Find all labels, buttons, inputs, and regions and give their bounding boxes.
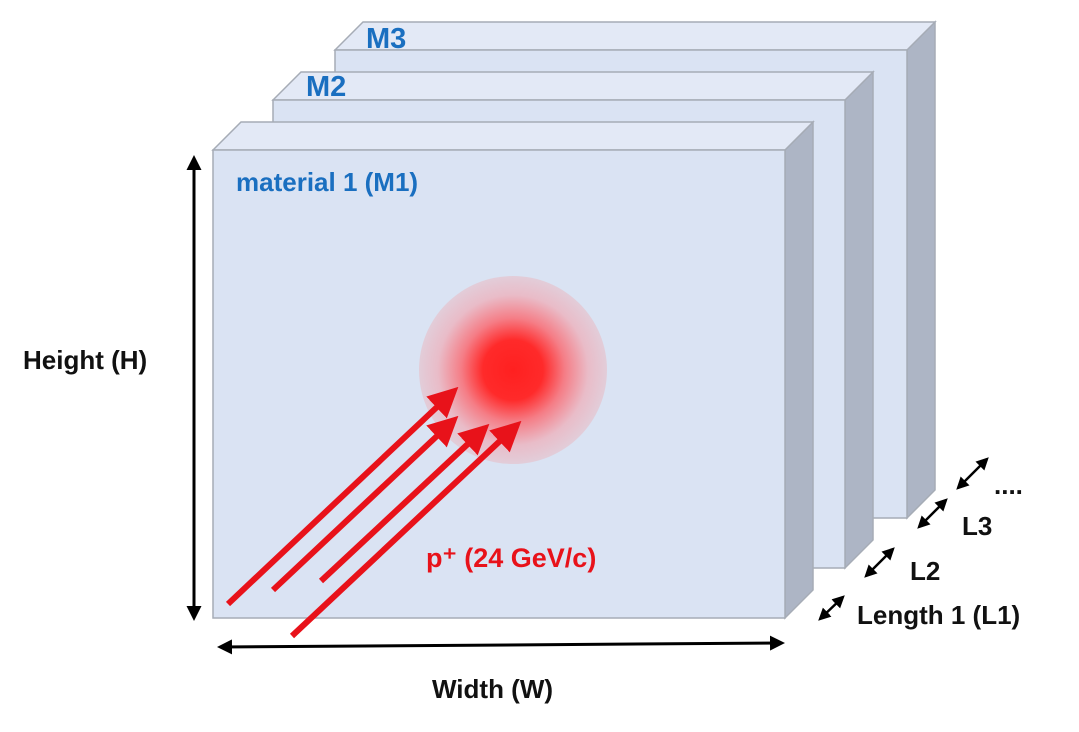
width-arrow — [217, 635, 785, 655]
beam-spot — [419, 276, 607, 464]
beam-arrow — [318, 423, 490, 584]
beam-arrow — [225, 386, 459, 607]
plate-m1-top — [211, 121, 815, 151]
proton-beam-arrows — [225, 386, 522, 639]
plate-m2-top — [271, 71, 875, 101]
width-label: Width (W) — [432, 674, 553, 704]
beam-arrow — [289, 420, 522, 639]
length-arrow-l1 — [818, 595, 845, 621]
beam-arrow — [270, 415, 459, 593]
length-l2-label: L2 — [910, 556, 940, 586]
plate-m2-side — [844, 70, 874, 570]
length-arrows — [818, 457, 989, 621]
plate-m3-side — [906, 20, 936, 520]
plate-m2-label: M2 — [306, 71, 346, 103]
length-arrow-l3 — [917, 498, 948, 529]
plate-m3-top — [333, 21, 937, 51]
length-arrow-more — [956, 457, 989, 490]
length-l3-label: L3 — [962, 511, 992, 541]
plate-m3-label: M3 — [366, 23, 406, 55]
length-arrow-l2 — [864, 547, 895, 578]
plate-m1-label: material 1 (M1) — [236, 167, 418, 197]
length-more-label: .... — [994, 470, 1023, 500]
plate-m1-side — [784, 120, 814, 620]
length-l1-label: Length 1 (L1) — [857, 600, 1020, 630]
beam-label: p⁺ (24 GeV/c) — [426, 543, 596, 573]
height-label: Height (H) — [23, 345, 147, 375]
